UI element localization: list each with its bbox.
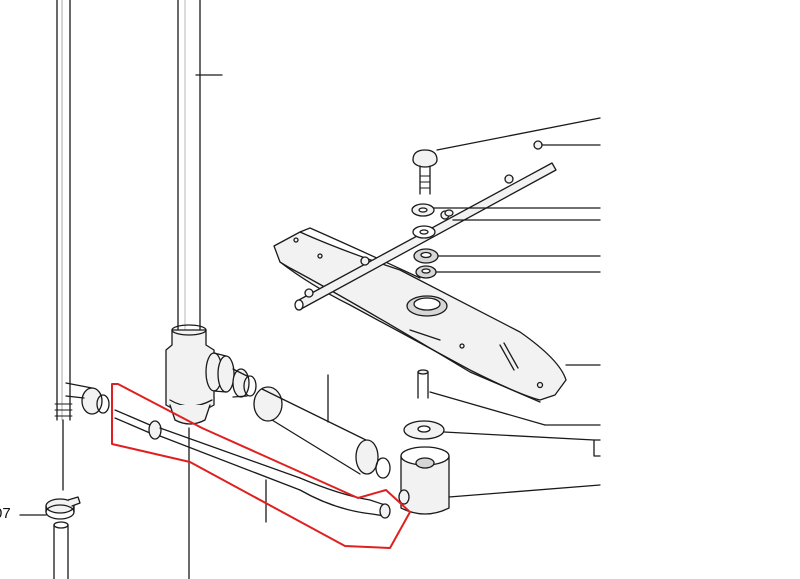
connector-pipe [253,374,391,479]
hose-clamp-part [19,496,81,520]
lower-hose [65,382,410,523]
hub-housing [400,446,601,515]
top-nut [533,140,601,150]
highlight-outline [111,383,411,549]
hub-washer [403,420,601,457]
pivot-pin [417,369,601,426]
left-vertical-tube [54,0,73,491]
main-supply-pipe [177,0,223,331]
part-number-label: 07 [0,505,11,522]
arm-cap-bolt [412,117,601,195]
washers-stack [411,203,601,279]
tee-outlet-nut [205,352,257,398]
lower-tube-stub [53,521,69,579]
tee-fitting [165,324,215,579]
